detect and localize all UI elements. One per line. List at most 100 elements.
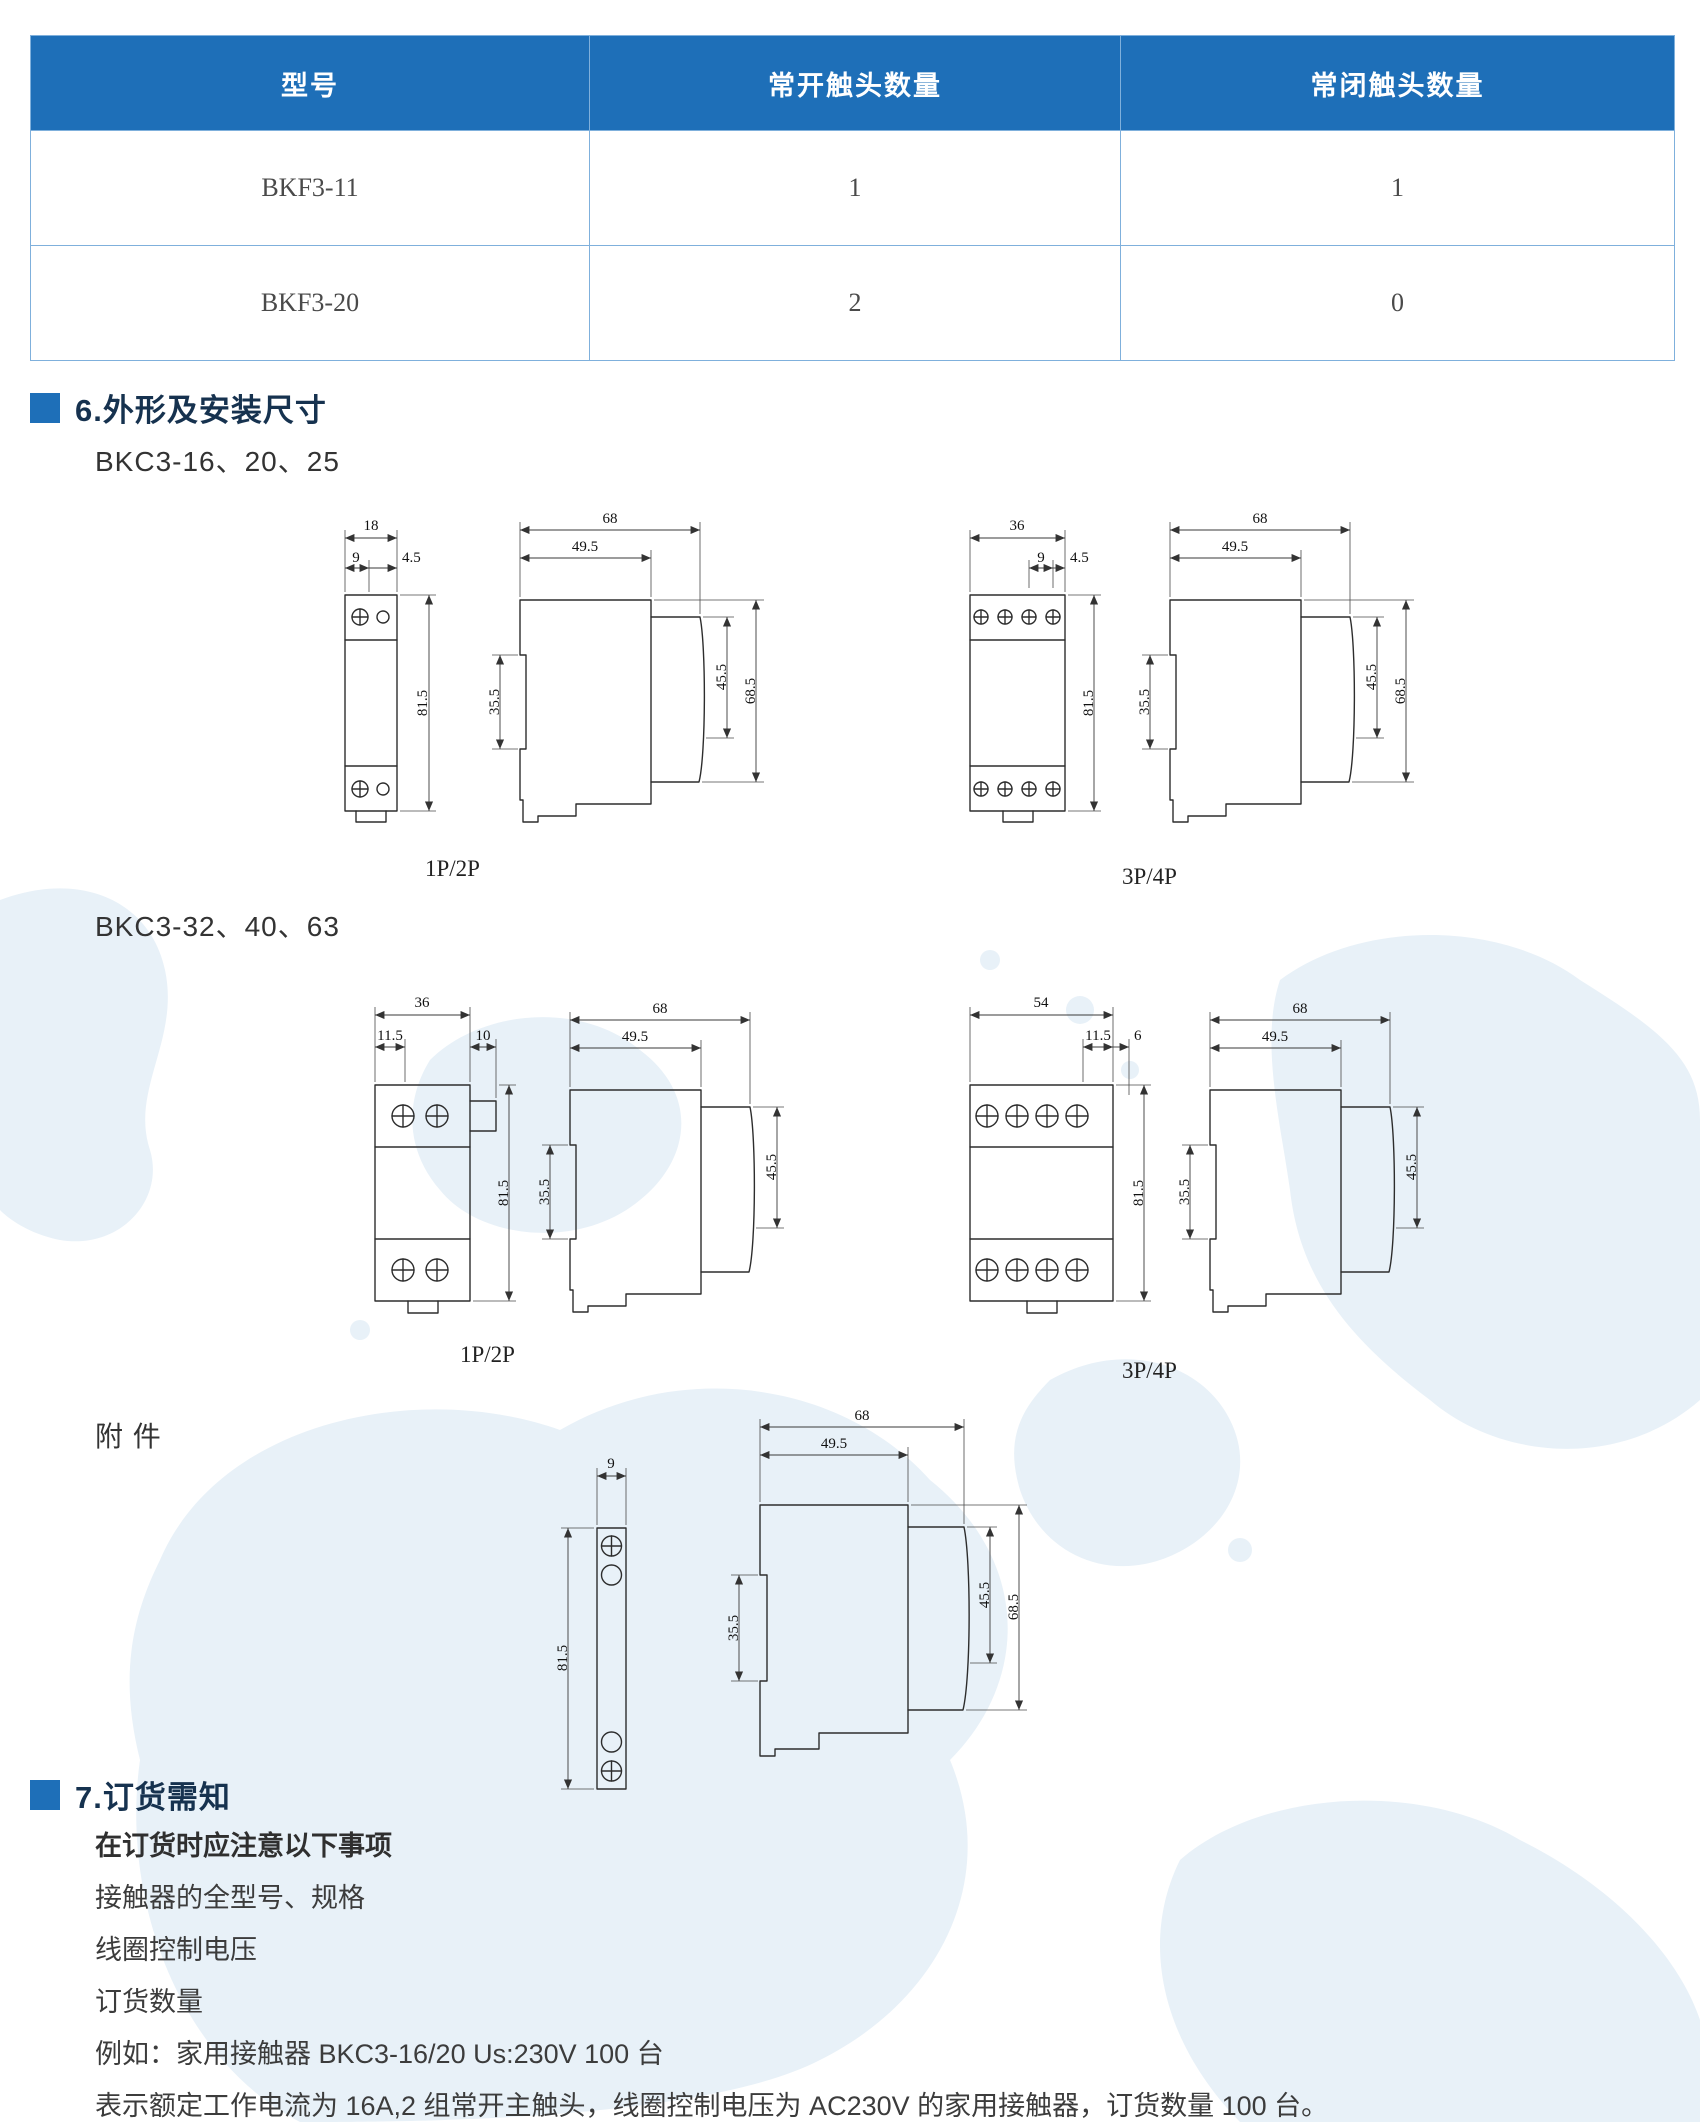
section-7-heading: 7.订货需知: [30, 1772, 231, 1817]
dim-label: 36: [415, 995, 431, 1011]
header-nc-contacts: 常闭触头数量: [1119, 35, 1676, 131]
dim-label: 54: [1034, 995, 1050, 1011]
dim-label: 49.5: [622, 1029, 648, 1045]
dim-label: 6: [1134, 1028, 1142, 1044]
drawing-a-front-3p: 36 9 4.5 81.5: [969, 518, 1101, 823]
dim-label: 45.5: [1364, 664, 1380, 690]
dim-label: 9: [1037, 550, 1045, 566]
dim-label: 9: [607, 1456, 615, 1472]
dim-label: 68.5: [1393, 678, 1409, 704]
outline: [344, 594, 398, 823]
accessory-label: 附 件: [95, 1421, 162, 1452]
ordering-item: 线圈控制电压: [95, 1935, 257, 1965]
subhead-bkc3-32-40-63: BKC3-32、40、63: [95, 911, 340, 942]
outline: [1209, 1089, 1396, 1313]
dimensions: 68 49.5 35.5 45.5: [1177, 1001, 1424, 1240]
dimensions: 18 9 4.5 81.5: [344, 518, 436, 812]
ordering-item: 订货数量: [95, 1987, 203, 2017]
drawing-accessory-front: 9 81.5: [555, 1456, 627, 1790]
dim-label: 35.5: [1177, 1179, 1193, 1205]
drawing-b-side-3p: 68 49.5 35.5 45.5: [1177, 1001, 1424, 1313]
dim-label: 68: [1293, 1001, 1308, 1017]
table-row: BKF3-20 2 0: [30, 245, 1676, 361]
cell-nc: 1: [1119, 130, 1676, 246]
outline: [569, 1089, 756, 1313]
label-b-1p2p: 1P/2P: [460, 1342, 515, 1367]
ordering-example: 例如：家用接触器 BKC3-16/20 Us:230V 100 台: [95, 2039, 664, 2069]
dim-label: 68.5: [1006, 1594, 1022, 1620]
dim-label: 81.5: [1081, 690, 1097, 716]
subhead-bkc3-16-20-25: BKC3-16、20、25: [95, 446, 340, 477]
contact-spec-table: 型号 常开触头数量 常闭触头数量 BKF3-11 1 1 BKF3-20 2 0: [30, 35, 1676, 361]
dim-label: 11.5: [1085, 1028, 1111, 1044]
outline: [596, 1527, 627, 1790]
outline: [969, 594, 1066, 823]
section-bullet-icon: [30, 392, 60, 423]
dim-label: 10: [476, 1028, 491, 1044]
dim-label: 45.5: [977, 1582, 993, 1608]
cell-model: BKF3-11: [30, 130, 590, 246]
dim-label: 81.5: [555, 1645, 571, 1671]
section-7-title: 7.订货需知: [75, 1780, 231, 1815]
dim-label: 68.5: [743, 678, 759, 704]
dimensions: 9 81.5: [555, 1456, 627, 1790]
ordering-note: 表示额定工作电流为 16A,2 组常开主触头，线圈控制电压为 AC230V 的家…: [95, 2091, 1329, 2121]
label-a-1p2p: 1P/2P: [425, 856, 480, 881]
header-no-contacts: 常开触头数量: [588, 35, 1121, 131]
dimensions: 54 11.5 6 81.5: [969, 995, 1151, 1302]
drawing-b-side-1p: 68 49.5 35.5 45.5: [537, 1001, 784, 1313]
drawing-b-front-3p: 54 11.5 6 81.5: [969, 995, 1151, 1314]
drawing-a-side-3p: 68 49.5 35.5 45.5 68.5: [1137, 511, 1414, 823]
dimensions: 36 9 4.5 81.5: [969, 518, 1101, 812]
dim-label: 81.5: [415, 690, 431, 716]
dim-label: 45.5: [1404, 1154, 1420, 1180]
drawing-accessory-side: 68 49.5 35.5 45.5 68.5: [726, 1408, 1027, 1757]
label-a-3p4p: 3P/4P: [1122, 864, 1177, 889]
ordering-item: 接触器的全型号、规格: [95, 1883, 365, 1913]
dim-label: 18: [364, 518, 379, 534]
section-6-heading: 6.外形及安装尺寸: [30, 385, 327, 430]
dimensions: 68 49.5 35.5 45.5 68.5: [487, 511, 764, 783]
dimensions: 36 11.5 10 81.5: [374, 995, 516, 1302]
dim-label: 68: [1253, 511, 1268, 527]
outline: [374, 1084, 497, 1314]
cell-nc: 0: [1119, 245, 1676, 361]
cell-no: 2: [588, 245, 1121, 361]
dim-label: 4.5: [1070, 550, 1089, 566]
dim-label: 81.5: [496, 1180, 512, 1206]
drawing-b-front-1p: 36 11.5 10 81.5: [374, 995, 516, 1314]
cell-model: BKF3-20: [30, 245, 590, 361]
drawing-a-front-1p: 18 9 4.5 81.5: [344, 518, 436, 823]
outline: [1169, 599, 1356, 823]
dim-label: 49.5: [821, 1436, 847, 1452]
outline: [759, 1504, 970, 1757]
dim-label: 68: [653, 1001, 668, 1017]
outline: [969, 1084, 1114, 1314]
section-6-title: 6.外形及安装尺寸: [75, 393, 327, 428]
dimensions: 68 49.5 35.5 45.5 68.5: [726, 1408, 1027, 1711]
dim-label: 9: [352, 550, 360, 566]
dim-label: 68: [855, 1408, 870, 1424]
dim-label: 11.5: [377, 1028, 403, 1044]
dim-label: 49.5: [1262, 1029, 1288, 1045]
dim-label: 35.5: [537, 1179, 553, 1205]
outline: [519, 599, 706, 823]
dim-label: 4.5: [402, 550, 421, 566]
drawing-a-side-1p: 68 49.5 35.5 45.5 68.5: [487, 511, 764, 823]
dimensions: 68 49.5 35.5 45.5 68.5: [1137, 511, 1414, 783]
header-model: 型号: [30, 35, 590, 131]
table-row: BKF3-11 1 1: [30, 130, 1676, 246]
dimensions: 68 49.5 35.5 45.5: [537, 1001, 784, 1240]
label-b-3p4p: 3P/4P: [1122, 1358, 1177, 1383]
ordering-info: 在订货时应注意以下事项 接触器的全型号、规格 线圈控制电压 订货数量 例如：家用…: [95, 1820, 1660, 2122]
table-header-row: 型号 常开触头数量 常闭触头数量: [30, 35, 1676, 131]
dim-label: 35.5: [1137, 689, 1153, 715]
ordering-intro: 在订货时应注意以下事项: [95, 1831, 392, 1861]
dim-label: 49.5: [572, 539, 598, 555]
dim-label: 35.5: [726, 1615, 742, 1641]
dim-label: 49.5: [1222, 539, 1248, 555]
dim-label: 81.5: [1131, 1180, 1147, 1206]
dim-label: 35.5: [487, 689, 503, 715]
dim-label: 45.5: [714, 664, 730, 690]
